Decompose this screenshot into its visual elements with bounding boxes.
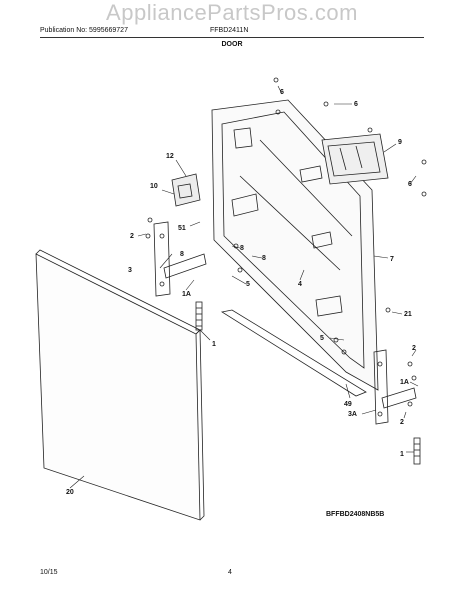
left-hinge xyxy=(153,221,207,297)
callout-21: 21 xyxy=(404,311,412,318)
callout-4: 4 xyxy=(298,281,302,288)
right-hinge xyxy=(373,349,417,425)
leader-lines xyxy=(69,85,419,489)
callout-7: 7 xyxy=(390,256,394,263)
callout-5: 5 xyxy=(320,335,324,342)
callout-2: 2 xyxy=(412,345,416,352)
callout-5: 5 xyxy=(246,281,250,288)
callout-1: 1 xyxy=(212,341,216,348)
watermark: AppliancePartsPros.com xyxy=(106,0,358,25)
callout-8: 8 xyxy=(180,251,184,258)
callout-51: 51 xyxy=(178,225,186,232)
callout-8: 8 xyxy=(240,245,244,252)
door-latch xyxy=(171,173,201,207)
callout-10: 10 xyxy=(150,183,158,190)
header-rule xyxy=(40,37,424,38)
callout-49: 49 xyxy=(344,401,352,408)
callout-1A: 1A xyxy=(182,291,191,298)
callout-6: 6 xyxy=(408,181,412,188)
screws xyxy=(145,77,427,407)
callout-6: 6 xyxy=(280,89,284,96)
bottom-seal-strip xyxy=(220,309,367,397)
callout-8: 8 xyxy=(262,255,266,262)
section-title: DOOR xyxy=(221,41,243,48)
callout-2: 2 xyxy=(130,233,134,240)
publication-number: Publication No: 5995669727 xyxy=(40,27,128,34)
model-number: FFBD2411N xyxy=(210,27,249,34)
callout-3: 3 xyxy=(128,267,132,274)
callout-2: 2 xyxy=(400,419,404,426)
detergent-dispenser xyxy=(321,133,389,185)
callout-labels: 6 6 9 6 12 10 51 8 8 8 2 3 5 4 7 1A 1 21… xyxy=(66,89,416,496)
callout-6: 6 xyxy=(354,101,358,108)
callout-1: 1 xyxy=(400,451,404,458)
callout-1A: 1A xyxy=(400,379,409,386)
callout-3A: 3A xyxy=(348,411,357,418)
callout-9: 9 xyxy=(398,139,402,146)
outer-door-panel xyxy=(35,249,205,521)
footer-date: 10/15 xyxy=(40,569,58,576)
callout-20: 20 xyxy=(66,489,74,496)
page-number: 4 xyxy=(228,569,232,576)
door-springs xyxy=(195,301,421,465)
callout-12: 12 xyxy=(166,153,174,160)
diagram-code: BFFBD2408NB5B xyxy=(326,511,385,518)
